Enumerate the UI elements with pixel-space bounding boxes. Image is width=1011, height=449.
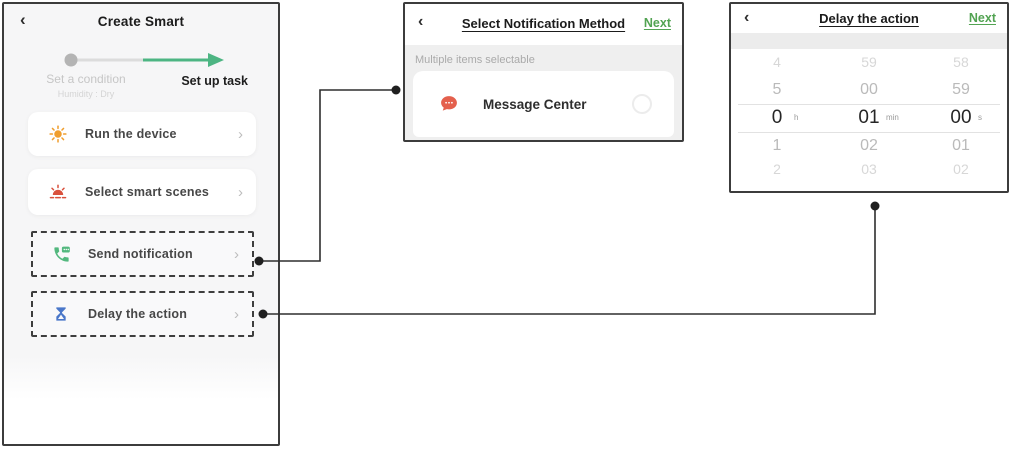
picker-cell: 02 xyxy=(953,161,969,177)
progress-indicator xyxy=(64,53,224,67)
back-icon[interactable]: ‹ xyxy=(744,9,750,26)
connector-dot xyxy=(870,201,880,211)
time-picker: 4 5 0 1 2 h 59 00 01 02 03 min 58 59 00 … xyxy=(731,49,1007,185)
picker-cell: 2 xyxy=(773,161,781,177)
picker-cell: 01 xyxy=(952,137,970,154)
create-smart-screen: ‹ Create Smart Set a condition Humidity … xyxy=(2,2,280,446)
subheader-text: Multiple items selectable xyxy=(415,54,535,66)
picker-cell: 03 xyxy=(861,161,877,177)
page-title: Select Notification Method xyxy=(461,16,626,31)
picker-cell: 00 xyxy=(860,81,878,98)
back-icon[interactable]: ‹ xyxy=(418,13,424,30)
picker-minute-wheel[interactable]: 59 00 01 02 03 min xyxy=(823,49,915,185)
picker-cell-selected: 01 xyxy=(858,107,880,128)
step-condition-sub: Humidity : Dry xyxy=(57,89,115,99)
picker-hour-wheel[interactable]: 4 5 0 1 2 h xyxy=(731,49,823,185)
list-item-run-device[interactable]: Run the device › xyxy=(28,112,256,156)
chevron-right-icon: › xyxy=(238,183,243,201)
header: ‹ Delay the action Next xyxy=(731,4,1007,33)
list-item-label: Select smart scenes xyxy=(85,185,210,199)
hourglass-icon xyxy=(51,304,71,324)
picker-separator xyxy=(738,132,1000,133)
phone-message-icon xyxy=(51,244,71,264)
list-item-label: Send notification xyxy=(88,247,193,261)
sunrise-icon xyxy=(48,182,68,202)
chevron-right-icon: › xyxy=(234,305,239,323)
picker-cell-selected: 0 xyxy=(771,107,783,128)
header: ‹ Select Notification Method Next xyxy=(405,4,682,45)
list-item-label: Run the device xyxy=(85,127,177,141)
list-item-message-center[interactable]: Message Center xyxy=(413,71,674,137)
picker-cell: 59 xyxy=(861,54,877,70)
list-item-label: Delay the action xyxy=(88,307,188,321)
picker-separator xyxy=(738,104,1000,105)
step-task-label: Set up task xyxy=(181,74,248,88)
list-item-send-notification[interactable]: Send notification › xyxy=(31,231,254,277)
chevron-right-icon: › xyxy=(238,125,243,143)
hour-unit-label: h xyxy=(793,113,799,122)
message-center-icon xyxy=(439,94,459,114)
picker-cell-selected: 00 xyxy=(950,107,972,128)
step-dot-icon xyxy=(64,53,78,67)
header-divider-band xyxy=(731,33,1007,49)
list-item-label: Message Center xyxy=(483,96,587,112)
radio-unchecked[interactable] xyxy=(632,94,652,114)
picker-cell: 59 xyxy=(952,81,970,98)
step-condition: Set a condition Humidity : Dry xyxy=(26,72,146,99)
next-button[interactable]: Next xyxy=(968,11,996,25)
picker-cell: 5 xyxy=(772,81,782,98)
list-item-delay-action[interactable]: Delay the action › xyxy=(31,291,254,337)
minute-unit-label: min xyxy=(885,113,899,122)
next-button[interactable]: Next xyxy=(643,16,671,30)
picker-cell: 4 xyxy=(773,54,781,70)
sun-icon xyxy=(48,124,68,144)
delay-action-screen: ‹ Delay the action Next 4 5 0 1 2 h 59 0… xyxy=(729,2,1009,193)
page-title: Create Smart xyxy=(97,14,185,29)
picker-second-wheel[interactable]: 58 59 00 01 02 s xyxy=(915,49,1007,185)
page-title: Delay the action xyxy=(819,11,919,26)
step-condition-label: Set a condition xyxy=(46,72,126,86)
back-icon[interactable]: ‹ xyxy=(20,10,26,29)
second-unit-label: s xyxy=(977,113,982,122)
picker-cell: 1 xyxy=(772,137,782,154)
arrow-icon xyxy=(208,53,224,67)
select-notification-screen: ‹ Select Notification Method Next Multip… xyxy=(403,2,684,142)
connector-dot xyxy=(391,85,401,95)
list-item-smart-scenes[interactable]: Select smart scenes › xyxy=(28,169,256,215)
chevron-right-icon: › xyxy=(234,245,239,263)
picker-cell: 02 xyxy=(860,137,878,154)
picker-cell: 58 xyxy=(953,54,969,70)
